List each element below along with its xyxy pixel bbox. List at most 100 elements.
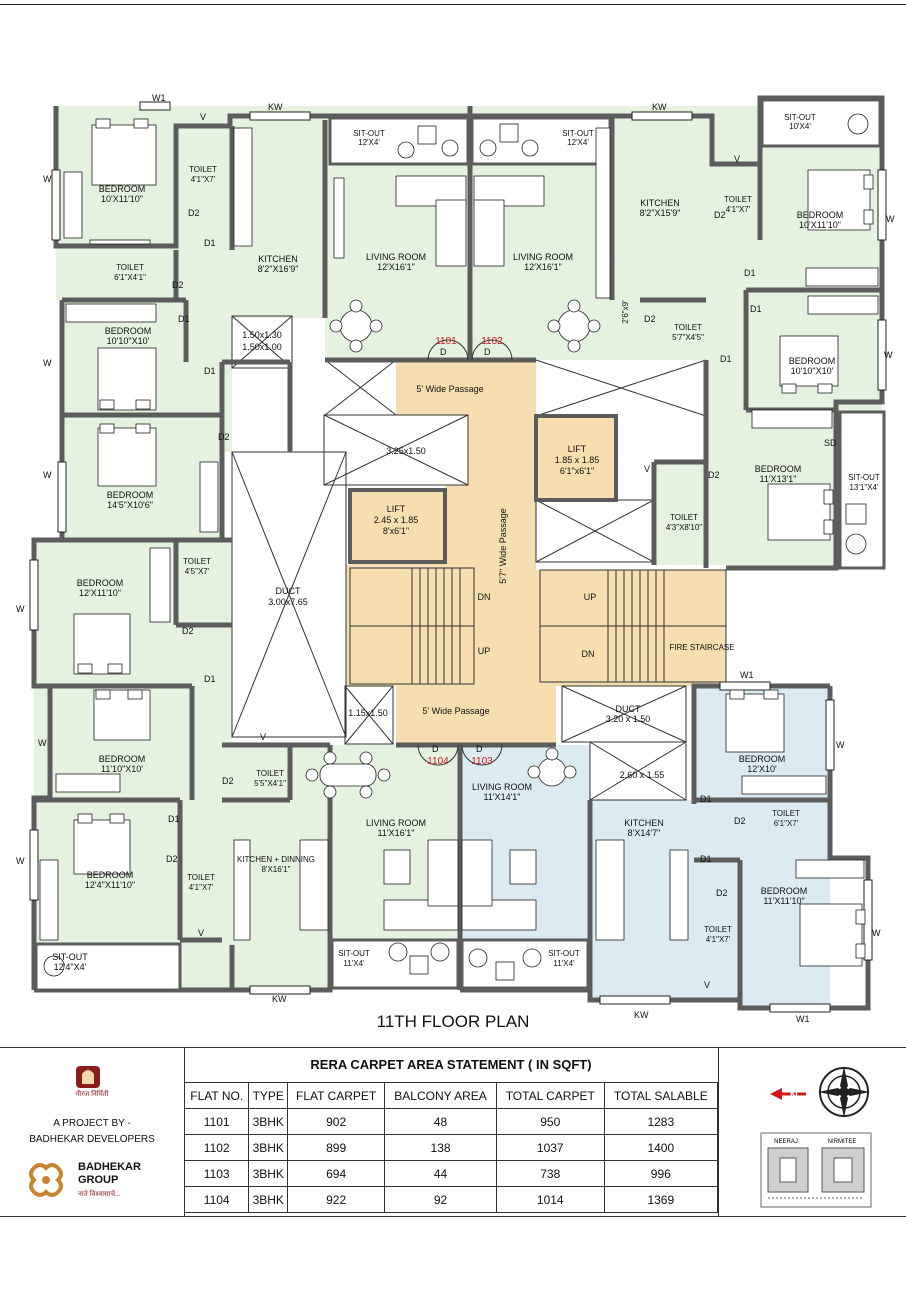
table-cell: 1400 <box>603 1134 719 1161</box>
passage-top-label: 5' Wide Passage <box>416 384 483 394</box>
vertical-dim-label: 2'6"x9' <box>621 300 630 324</box>
table-cell: 44 <box>384 1160 497 1187</box>
marker-v-5: V <box>644 464 650 474</box>
stair-right-dn: DN <box>582 649 595 659</box>
tv-unit-1101 <box>333 177 345 259</box>
marker-v-1: V <box>200 112 206 122</box>
marker-d2-3: D2 <box>218 432 230 442</box>
chairs-1102 <box>479 123 539 157</box>
dining-1104 <box>305 751 391 799</box>
counter-1103 <box>595 839 625 941</box>
table-cell: 694 <box>287 1160 386 1187</box>
nirmitee-logo-text: नीरज निर्मिती <box>75 1091 109 1098</box>
table-cell: 1101 <box>183 1108 250 1135</box>
counter-1101 <box>233 127 253 247</box>
marker-d2-1: D2 <box>188 208 200 218</box>
marker-kw-1104: KW <box>272 994 287 1004</box>
window-kw-1103 <box>599 995 671 1005</box>
flat-1102-area <box>470 98 882 568</box>
marker-w1-bottom: W1 <box>796 1014 810 1024</box>
header-total-salable: TOTAL SALABLE <box>603 1082 719 1109</box>
window-bedroom-tl <box>51 169 61 241</box>
marker-d1-10: D1 <box>700 854 712 864</box>
plan-title: 11TH FLOOR PLAN <box>376 1012 530 1031</box>
marker-d2-2: D2 <box>172 280 184 290</box>
flat-number-1102: 1102 <box>481 336 503 347</box>
table-cell: 1283 <box>603 1108 719 1135</box>
compass-letter: N <box>790 1090 798 1102</box>
marker-d-1101: D <box>440 347 447 357</box>
group-name-line2: GROUP <box>78 1174 119 1186</box>
marker-w-l5: W <box>38 738 47 748</box>
rera-table-block: RERA CARPET AREA STATEMENT ( IN SQFT) FL… <box>183 1048 719 1216</box>
table-cell: 922 <box>287 1186 386 1213</box>
sitout-1102-box <box>470 116 612 166</box>
shaft-right-label: 2.60 x 1.55 <box>620 770 665 780</box>
bed-l4 <box>73 613 131 675</box>
marker-d2-8: D2 <box>644 314 656 324</box>
window-w1-1103a <box>719 681 771 691</box>
table-cell: 92 <box>384 1186 497 1213</box>
wardrobe-r2 <box>807 295 879 315</box>
window-kitchen-1102 <box>631 111 693 121</box>
marker-v-3: V <box>260 732 266 742</box>
bed-1103a <box>725 689 785 753</box>
marker-d-1102: D <box>484 347 491 357</box>
sofa-1101 <box>395 175 467 267</box>
table-cell: 1104 <box>183 1186 250 1213</box>
stair-right-up: UP <box>584 592 597 602</box>
passage-bottom-label: 5' Wide Passage <box>422 706 489 716</box>
table-header-row: FLAT NO. TYPE FLAT CARPET BALCONY AREA T… <box>183 1082 719 1109</box>
bed-l6 <box>73 813 131 875</box>
rera-table: FLAT NO. TYPE FLAT CARPET BALCONY AREA T… <box>183 1082 719 1213</box>
wardrobe-l4 <box>149 547 171 623</box>
fire-staircase-label: FIRE STAIRCASE <box>669 643 734 652</box>
header-flat-no: FLAT NO. <box>183 1082 250 1109</box>
shaft-small-box <box>344 685 394 745</box>
window-bedroom-l3 <box>57 461 67 533</box>
sofa-1102 <box>473 175 545 267</box>
table-cell: 48 <box>384 1108 497 1135</box>
service-zones <box>231 315 707 801</box>
marker-d-1104: D <box>432 744 439 754</box>
bed-r3 <box>767 483 834 541</box>
flat-number-1103: 1103 <box>471 756 493 767</box>
flat-number-1101: 1101 <box>435 336 457 347</box>
wardrobe-l5 <box>55 773 121 793</box>
marker-w-l2: W <box>43 358 52 368</box>
chairs-1104 <box>388 942 450 975</box>
marker-kw-1101: KW <box>268 102 283 112</box>
bed-1103b <box>799 903 866 967</box>
marker-w-1103b: W <box>872 928 881 938</box>
marker-d1-4: D1 <box>204 674 216 684</box>
marker-d2-4: D2 <box>182 626 194 636</box>
dining-1101 <box>329 299 383 353</box>
wardrobe-1103a <box>741 775 827 795</box>
header-type: TYPE <box>248 1082 289 1109</box>
marker-d2-10: D2 <box>734 816 746 826</box>
table-cell: 1369 <box>603 1186 719 1213</box>
window-bedroom-l6 <box>29 829 39 901</box>
wardrobe-r2b <box>751 409 833 429</box>
table-row: 1103 3BHK 694 44 738 996 <box>183 1160 719 1187</box>
flat-1101-area <box>56 106 470 540</box>
